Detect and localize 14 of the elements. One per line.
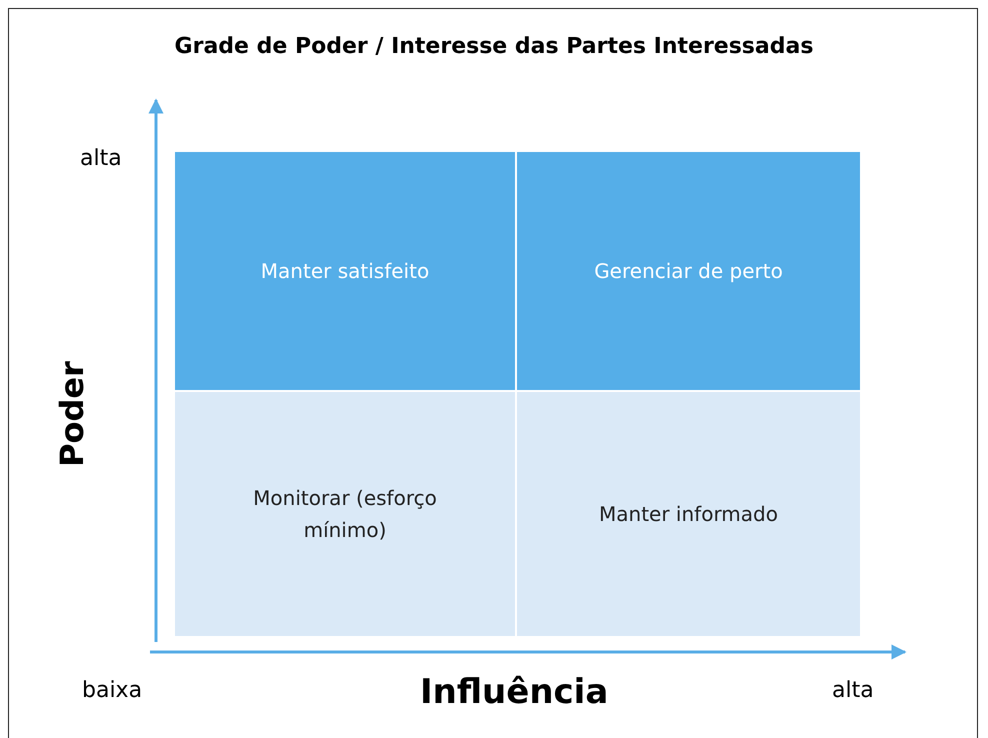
quadrant-box <box>175 392 517 636</box>
quadrant-label: Gerenciar de perto <box>593 258 784 285</box>
quadrant-label: Monitorar (esforço mínimo) <box>252 485 438 544</box>
quadrant-box <box>175 152 517 392</box>
axis-tick-label: baixa <box>82 678 142 703</box>
axis-tick-label: alta <box>80 146 122 171</box>
quadrant-label: Manter informado <box>598 501 779 528</box>
quadrant-box <box>517 152 860 392</box>
axis-title: Influência <box>420 672 608 712</box>
title: Grade de Poder / Interesse das Partes Interessadas <box>174 34 814 59</box>
axis-title: Poder <box>53 360 91 469</box>
quadrant-label: Manter satisfeito <box>260 258 430 285</box>
quadrant-box <box>517 392 860 636</box>
axis-tick-label: alta <box>832 678 874 703</box>
